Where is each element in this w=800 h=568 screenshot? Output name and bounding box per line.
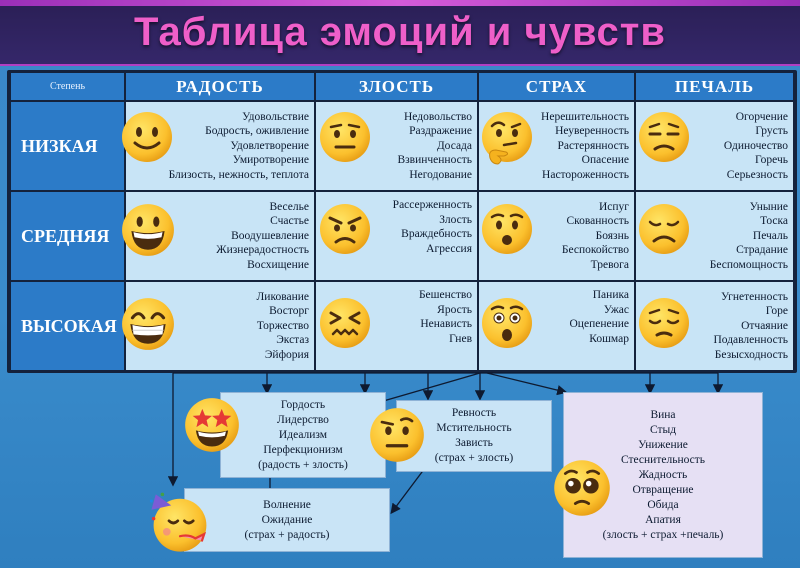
disappointed-face-icon (639, 204, 689, 254)
column-header-sadness: ПЕЧАЛЬ (636, 73, 793, 100)
word-list: Удовольствие Бодрость, оживление Удовлет… (168, 110, 309, 181)
angry-face-icon (320, 204, 370, 254)
word-list: Бешенство Ярость Ненависть Гнев (418, 289, 472, 345)
star-struck-face-icon (185, 398, 239, 452)
word-list: Нерешительность Неуверенность Растерянно… (541, 110, 629, 181)
mix-anger-fear-sadness-box: Вина Стыд Унижение Стеснительность Жадно… (563, 392, 763, 558)
beaming-face-icon (122, 298, 174, 350)
page-title: Таблица эмоций и чувств (134, 10, 666, 54)
row-label-high: ВЫСОКАЯ (11, 282, 124, 370)
word-list: Испуг Скованность Боязнь Беспокойство Тр… (561, 200, 629, 271)
word-list: Угнетенность Горе Отчаяние Подавленность… (713, 290, 788, 361)
word-list: Паника Ужас Оцепенение Кошмар (569, 289, 630, 345)
unamused-face-icon (639, 112, 689, 162)
column-header-fear: СТРАХ (479, 73, 634, 100)
word-list: Веселье Счастье Воодушевление Жизнерадос… (216, 200, 309, 271)
partying-face-icon (149, 492, 207, 552)
mix-joy-anger-box: Гордость Лидерство Идеализм Перфекциониз… (220, 392, 386, 478)
row-label-medium: СРЕДНЯЯ (11, 192, 124, 280)
neutral-face-icon (320, 112, 370, 162)
word-list: Рассерженность Злость Враждебность Агрес… (392, 199, 472, 255)
word-list: Ликование Восторг Торжество Экстаз Эйфор… (256, 290, 309, 361)
grinning-face-icon (122, 204, 174, 256)
pensive-face-icon (639, 298, 689, 348)
cell-high-joy: Ликование Восторг Торжество Экстаз Эйфор… (126, 282, 314, 370)
row-label-low: НИЗКАЯ (11, 102, 124, 190)
word-list: Недовольство Раздражение Досада Взвинчен… (397, 110, 472, 181)
astonished-face-icon (482, 298, 532, 348)
slightly-smiling-face-icon (122, 112, 172, 162)
mix-fear-joy-box: Волнение Ожидание (страх + радость) (184, 488, 390, 552)
pleading-face-icon (554, 460, 610, 516)
word-list: Уныние Тоска Печаль Страдание Беспомощно… (709, 200, 788, 271)
title-banner (0, 0, 800, 66)
mix-fear-anger-box: Ревность Мстительность Зависть (страх + … (396, 400, 552, 472)
column-header-anger: ЗЛОСТЬ (316, 73, 477, 100)
word-list: Огорчение Грусть Одиночество Горечь Серь… (723, 110, 788, 181)
banner-accent-strip (0, 0, 800, 6)
thinking-face-icon (482, 112, 532, 165)
raised-eyebrow-face-icon (370, 408, 424, 462)
hushed-face-icon (482, 204, 532, 254)
column-header-joy: РАДОСТЬ (126, 73, 314, 100)
cell-high-anger: Бешенство Ярость Ненависть Гнев (316, 282, 477, 370)
degree-header: Степень (11, 73, 124, 100)
emotion-table: Степень РАДОСТЬ ЗЛОСТЬ СТРАХ ПЕЧАЛЬ НИЗК… (7, 70, 797, 373)
confounded-face-icon (320, 298, 370, 348)
